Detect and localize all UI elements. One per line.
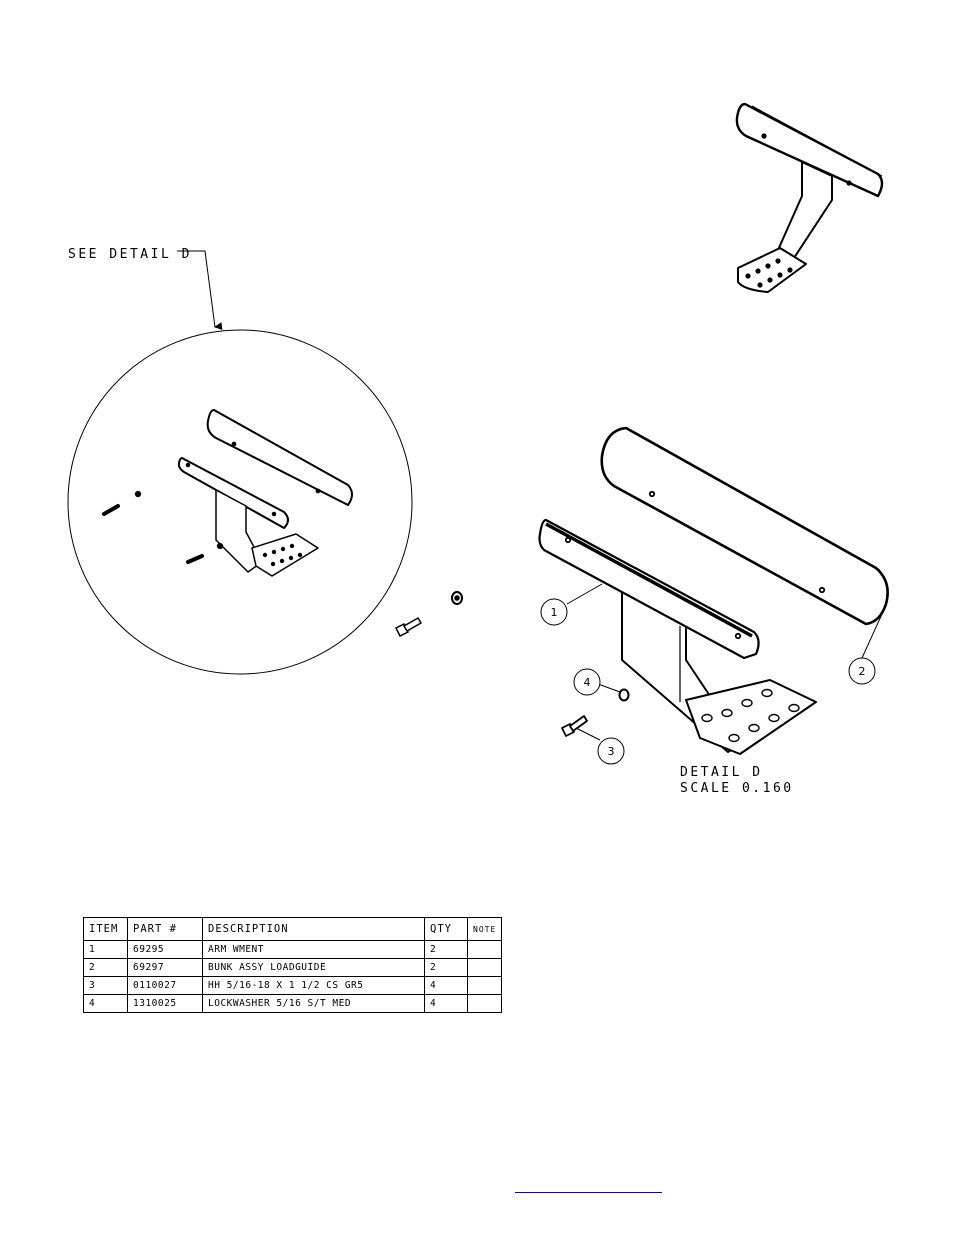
bom-cell-description: HH 5/16-18 X 1 1/2 CS GR5 (202, 976, 425, 995)
bom-cell-qty: 4 (424, 994, 468, 1013)
detail-title: DETAIL D (680, 765, 763, 780)
table-row: 2 69297 BUNK ASSY LOADGUIDE 2 (83, 958, 503, 977)
bom-cell-qty: 2 (424, 940, 468, 959)
see-detail-label: SEE DETAIL D (68, 247, 192, 262)
bom-cell-note (466, 958, 503, 977)
detail-circle (67, 329, 413, 675)
bom-header-part: PART # (127, 917, 203, 941)
bom-header-row: ITEM PART # DESCRIPTION QTY NOTE (83, 917, 503, 941)
detail-d-view (538, 426, 889, 755)
bom-cell-qty: 2 (424, 958, 468, 977)
balloon-4: 4 (573, 668, 601, 696)
balloon-1: 1 (540, 598, 568, 626)
bom-cell-description: BUNK ASSY LOADGUIDE (202, 958, 425, 977)
bom-cell-item: 1 (83, 940, 128, 959)
table-row: 3 0110027 HH 5/16-18 X 1 1/2 CS GR5 4 (83, 976, 503, 995)
bom-cell-item: 2 (83, 958, 128, 977)
bom-cell-note (466, 940, 503, 959)
svg-text:1: 1 (551, 606, 558, 619)
isometric-assembly-view (735, 102, 884, 293)
exploded-view (102, 409, 353, 577)
bom-header-qty: QTY (424, 917, 468, 941)
detail-scale: SCALE 0.160 (680, 781, 794, 796)
table-row: 4 1310025 LOCKWASHER 5/16 S/T MED 4 (83, 994, 503, 1013)
bill-of-materials-table: ITEM PART # DESCRIPTION QTY NOTE 1 69295… (83, 917, 503, 1013)
bom-cell-part: 69297 (127, 958, 203, 977)
balloon-leaders (566, 583, 883, 741)
balloon-2: 2 (848, 657, 876, 685)
table-row: 1 69295 ARM WMENT 2 (83, 940, 503, 959)
bom-header-note: NOTE (466, 917, 503, 941)
bom-cell-item: 3 (83, 976, 128, 995)
bom-cell-part: 0110027 (127, 976, 203, 995)
bom-cell-description: LOCKWASHER 5/16 S/T MED (202, 994, 425, 1013)
balloon-3: 3 (597, 737, 625, 765)
see-detail-leader (177, 250, 223, 331)
bom-cell-part: 69295 (127, 940, 203, 959)
bom-cell-item: 4 (83, 994, 128, 1013)
bom-cell-note (466, 994, 503, 1013)
bom-header-item: ITEM (83, 917, 128, 941)
footer-link[interactable] (515, 1178, 662, 1193)
loose-hardware (394, 591, 463, 638)
bom-cell-note (466, 976, 503, 995)
bom-cell-description: ARM WMENT (202, 940, 425, 959)
svg-text:3: 3 (608, 745, 615, 758)
bom-cell-qty: 4 (424, 976, 468, 995)
svg-text:4: 4 (584, 676, 591, 689)
bom-cell-part: 1310025 (127, 994, 203, 1013)
bom-header-description: DESCRIPTION (202, 917, 425, 941)
svg-text:2: 2 (859, 665, 866, 678)
